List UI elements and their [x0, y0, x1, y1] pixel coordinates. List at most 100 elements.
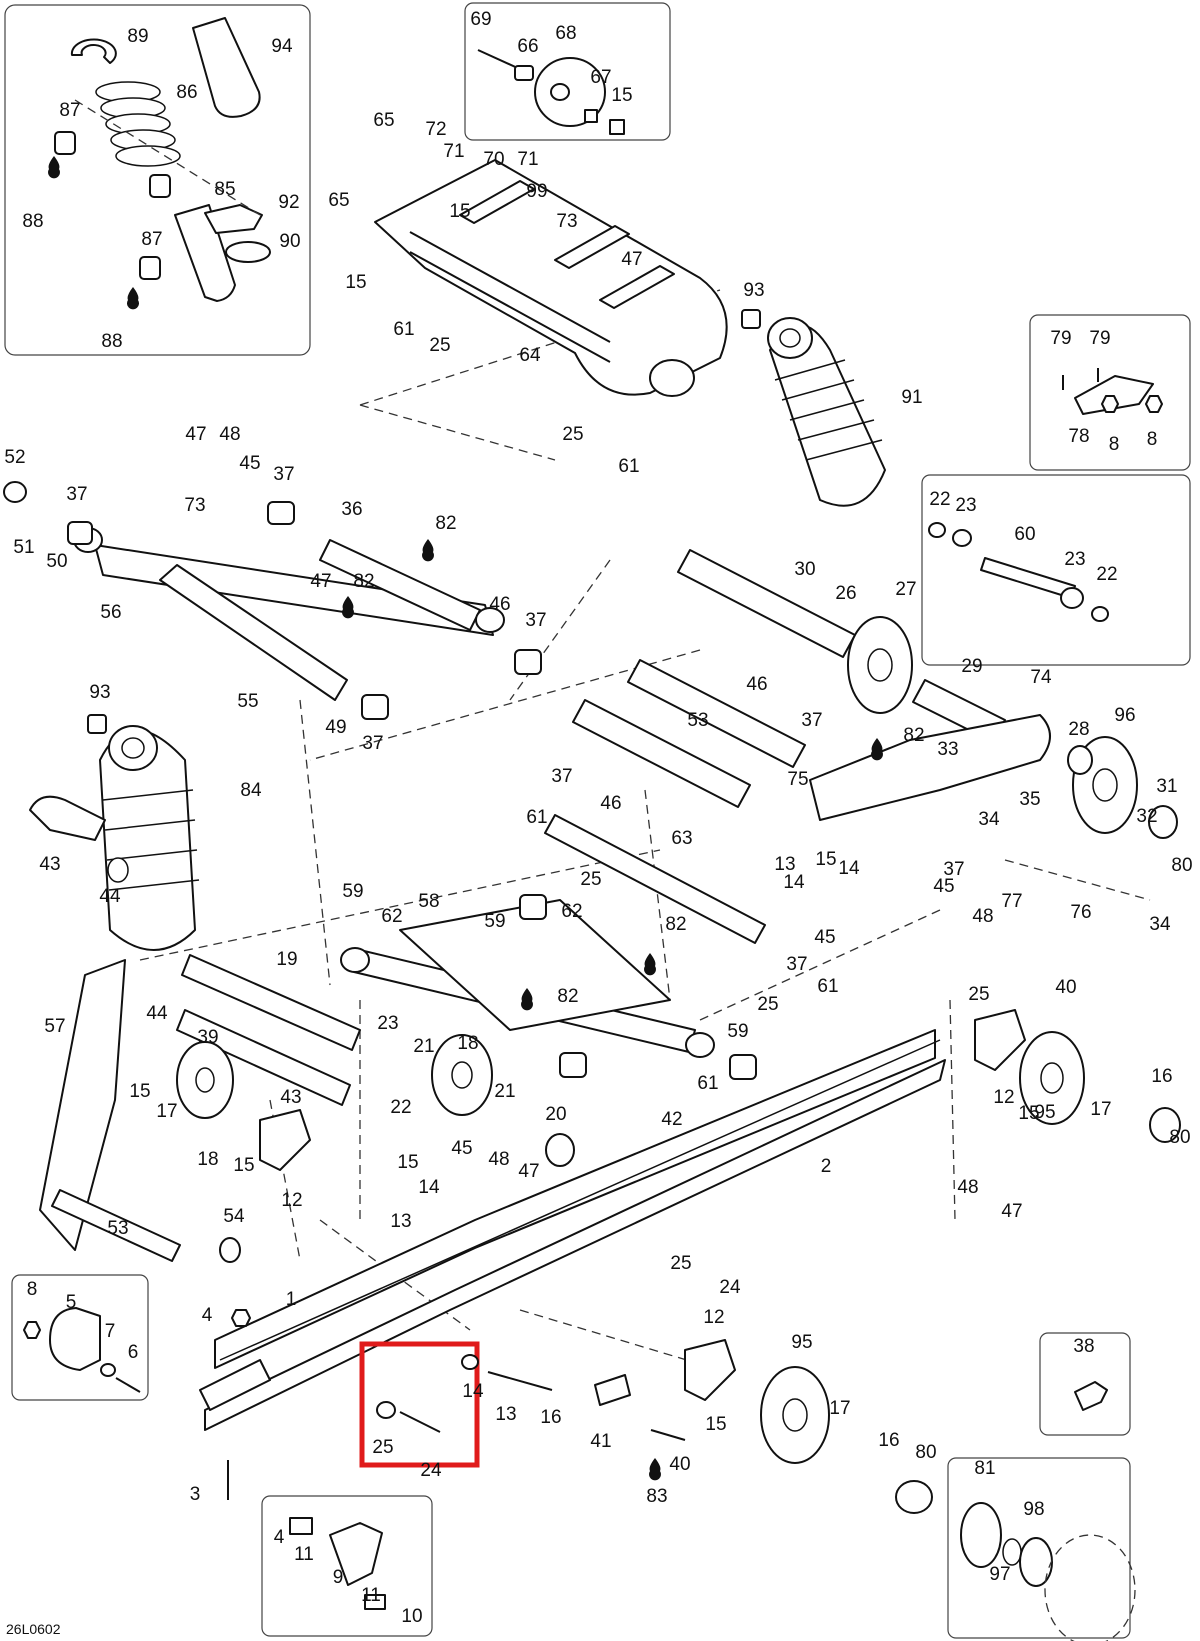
callout-67: 67	[590, 67, 611, 88]
callout-37: 37	[551, 766, 572, 787]
callout-17: 17	[829, 1398, 850, 1419]
callout-80: 80	[915, 1442, 936, 1463]
callout-8: 8	[27, 1279, 38, 1300]
callout-54: 54	[223, 1206, 245, 1227]
callout-32: 32	[1136, 806, 1157, 827]
callout-12: 12	[993, 1087, 1014, 1108]
rear-idler-inset	[947, 1457, 1136, 1641]
callout-45: 45	[451, 1138, 472, 1159]
callout-19: 19	[276, 949, 297, 970]
callout-48: 48	[488, 1149, 509, 1170]
callout-25: 25	[670, 1253, 691, 1274]
callout-37: 37	[273, 464, 294, 485]
callout-23: 23	[1064, 549, 1085, 570]
coupler-arm	[39, 959, 241, 1263]
callout-20: 20	[545, 1104, 566, 1125]
callout-94: 94	[271, 36, 293, 57]
rear-axles-and-wheels	[572, 549, 1178, 839]
callout-12: 12	[281, 1190, 302, 1211]
callout-13: 13	[390, 1211, 411, 1232]
callout-35: 35	[1019, 789, 1040, 810]
callout-25: 25	[562, 424, 583, 445]
callout-31: 31	[1156, 776, 1177, 797]
callout-2: 2	[821, 1156, 832, 1177]
callout-25: 25	[580, 869, 601, 890]
callout-77: 77	[1001, 891, 1022, 912]
callout-8: 8	[1109, 434, 1120, 455]
callout-53: 53	[687, 710, 708, 731]
callout-7: 7	[105, 1321, 116, 1342]
front-lower-arm	[340, 894, 757, 1080]
callout-64: 64	[519, 345, 541, 366]
oil-drop-icon	[48, 156, 60, 179]
callout-3: 3	[190, 1484, 201, 1505]
callout-98: 98	[1023, 1499, 1044, 1520]
callout-21: 21	[413, 1036, 434, 1057]
callout-82: 82	[353, 571, 374, 592]
callout-15: 15	[705, 1414, 726, 1435]
oil-drop-icon	[644, 953, 657, 976]
callout-37: 37	[943, 859, 964, 880]
callout-73: 73	[556, 211, 577, 232]
callout-59: 59	[727, 1021, 748, 1042]
callout-10: 10	[401, 1606, 422, 1627]
callout-15: 15	[815, 849, 836, 870]
bracket-inset	[1029, 314, 1191, 471]
callout-48: 48	[219, 424, 240, 445]
callout-95: 95	[791, 1332, 812, 1353]
callout-89: 89	[127, 26, 148, 47]
callout-59: 59	[484, 911, 505, 932]
callout-15: 15	[233, 1155, 254, 1176]
callout-8: 8	[1147, 429, 1158, 450]
callout-44: 44	[99, 886, 121, 907]
callout-62: 62	[381, 906, 402, 927]
callout-39: 39	[197, 1027, 218, 1048]
callout-40: 40	[1055, 977, 1076, 998]
callout-37: 37	[362, 733, 383, 754]
lower-bracket-inset	[261, 1495, 433, 1637]
slide-rails	[199, 1029, 946, 1500]
callout-12: 12	[703, 1307, 724, 1328]
callout-79: 79	[1050, 328, 1071, 349]
callout-76: 76	[1070, 902, 1091, 923]
callout-85: 85	[214, 179, 235, 200]
callout-60: 60	[1014, 524, 1035, 545]
callout-37: 37	[66, 484, 87, 505]
callout-22: 22	[929, 489, 950, 510]
callout-25: 25	[757, 994, 778, 1015]
rear-upper-arm	[374, 159, 728, 397]
callout-33: 33	[937, 739, 958, 760]
callout-42: 42	[661, 1109, 682, 1130]
callout-4: 4	[274, 1527, 285, 1548]
callout-24: 24	[719, 1277, 741, 1298]
callout-61: 61	[697, 1073, 718, 1094]
callout-6: 6	[128, 1342, 139, 1363]
callout-86: 86	[176, 82, 197, 103]
callout-72: 72	[425, 119, 446, 140]
callout-34: 34	[1149, 914, 1171, 935]
callout-87: 87	[59, 100, 80, 121]
callout-82: 82	[435, 513, 456, 534]
callout-46: 46	[746, 674, 767, 695]
rear-rail-hardware	[487, 1339, 933, 1514]
callout-81: 81	[974, 1458, 995, 1479]
callout-15: 15	[449, 201, 470, 222]
callout-79: 79	[1089, 328, 1110, 349]
callout-15: 15	[1018, 1103, 1039, 1124]
callout-22: 22	[390, 1097, 411, 1118]
callout-69: 69	[470, 9, 491, 30]
callout-78: 78	[1068, 426, 1089, 447]
callout-15: 15	[345, 272, 366, 293]
callout-87: 87	[141, 229, 162, 250]
callout-23: 23	[377, 1013, 398, 1034]
callout-49: 49	[325, 717, 346, 738]
callout-53: 53	[107, 1218, 128, 1239]
callout-55: 55	[237, 691, 258, 712]
callout-63: 63	[671, 828, 692, 849]
callout-15: 15	[611, 85, 632, 106]
highlighted-hardware	[376, 1354, 479, 1433]
callout-61: 61	[526, 807, 547, 828]
callout-16: 16	[878, 1430, 899, 1451]
callout-68: 68	[555, 23, 576, 44]
